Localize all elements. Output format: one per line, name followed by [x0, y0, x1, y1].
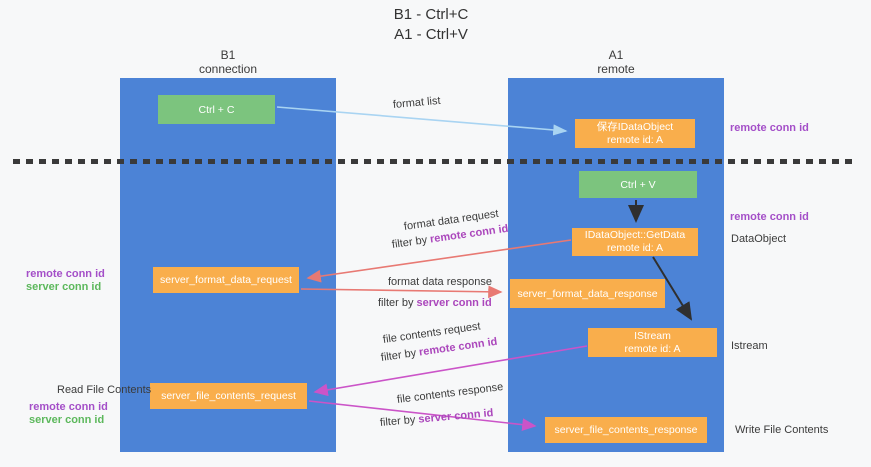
column-b1-name: B1: [220, 48, 236, 62]
filter-key-server-conn-id: server conn id: [416, 297, 492, 309]
label-filter-file-response: filter by server conn id: [379, 407, 493, 429]
node-ctrl-v: Ctrl + V: [579, 171, 697, 198]
annotation-remote-conn-id-left-top: remote conn id: [26, 268, 105, 280]
filter-prefix: filter by: [379, 413, 419, 429]
annotation-dataobject: DataObject: [731, 233, 787, 245]
node-idataobject-getdata: IDataObject::GetData remote id: A: [572, 228, 698, 256]
node-server-format-data-response: server_format_data_response: [510, 279, 665, 308]
label-filter-format-response: filter by server conn id: [378, 297, 492, 309]
annotation-istream: Istream: [731, 340, 768, 352]
node-istream-title: IStream: [634, 329, 671, 342]
filter-prefix: filter by: [380, 346, 420, 364]
column-header-a1: A1 remote: [508, 48, 724, 76]
node-istream-remote-id: remote id: A: [624, 342, 681, 355]
node-server-format-data-request: server_format_data_request: [153, 267, 299, 293]
annotation-write-file-contents: Write File Contents: [735, 424, 829, 436]
filter-key-server-conn-id: server conn id: [417, 407, 494, 426]
annotation-server-conn-id-left-bottom: server conn id: [29, 414, 105, 426]
node-save-idataobject-remote-id: remote id: A: [606, 133, 664, 146]
filter-prefix: filter by: [391, 233, 431, 251]
node-getdata-remote-id: remote id: A: [606, 242, 664, 254]
node-save-idataobject-title: 保存IDataObject: [596, 120, 674, 133]
diagram-title: B1 - Ctrl+C A1 - Ctrl+V: [281, 5, 581, 45]
node-istream: IStream remote id: A: [588, 328, 717, 357]
node-ctrl-c: Ctrl + C: [158, 95, 275, 124]
column-a1-role: remote: [597, 62, 635, 76]
column-header-b1: B1 connection: [120, 48, 336, 76]
annotation-remote-conn-id-left-bottom: remote conn id: [29, 401, 108, 413]
node-getdata-title: IDataObject::GetData: [584, 229, 686, 241]
node-save-idataobject: 保存IDataObject remote id: A: [575, 119, 695, 148]
node-server-file-contents-response: server_file_contents_response: [545, 417, 707, 443]
label-format-data-response: format data response: [388, 276, 492, 288]
column-a1-name: A1: [608, 48, 624, 62]
title-line-2: A1 - Ctrl+V: [394, 26, 468, 43]
dashed-divider: [13, 159, 858, 164]
column-b1-role: connection: [198, 62, 258, 76]
title-line-1: B1 - Ctrl+C: [393, 6, 469, 23]
annotation-server-conn-id-left-top: server conn id: [26, 281, 102, 293]
annotation-remote-conn-id-mid-right: remote conn id: [730, 211, 809, 223]
node-server-file-contents-request: server_file_contents_request: [150, 383, 307, 409]
label-file-contents-response: file contents response: [396, 381, 504, 406]
label-format-list: format list: [392, 94, 442, 111]
annotation-read-file-contents: Read File Contents: [57, 384, 152, 396]
annotation-remote-conn-id-top-right: remote conn id: [730, 122, 809, 134]
filter-prefix: filter by: [378, 297, 417, 309]
